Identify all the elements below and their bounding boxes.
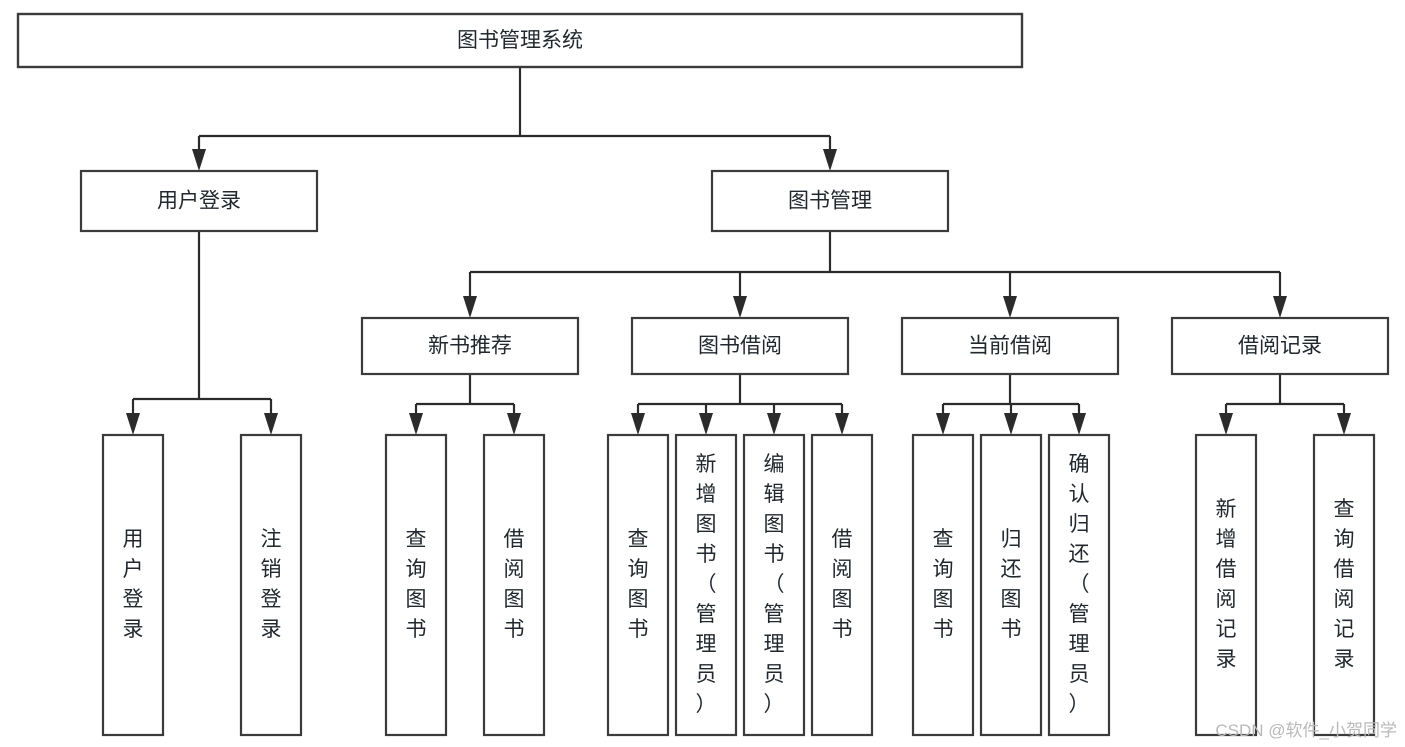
node-box-book-management[interactable]	[710, 169, 950, 233]
connector-group	[409, 374, 521, 435]
node-label-leaf-borrow-book: 借阅图书	[832, 528, 853, 641]
node-box-leaf-query-book-recommend[interactable]	[384, 433, 448, 737]
node-box-leaf-query-book-current[interactable]	[911, 433, 975, 737]
node-box-new-book-recommend[interactable]	[360, 316, 580, 376]
node-label-leaf-edit-book-admin: 编辑图书（管理员）	[764, 453, 785, 716]
watermark-text: CSDN @软件_小贺同学	[1215, 721, 1397, 740]
node-label-leaf-confirm-return-admin: 确认归还（管理员）	[1069, 453, 1090, 716]
node-leaf-query-book-recommend[interactable]: 查询图书	[384, 433, 448, 737]
connector-group	[126, 231, 278, 435]
node-leaf-confirm-return-admin[interactable]: 确认归还（管理员）	[1047, 433, 1111, 737]
node-book-borrow[interactable]: 图书借阅	[630, 316, 850, 376]
node-box-leaf-user-login[interactable]	[101, 433, 165, 737]
node-user-login[interactable]: 用户登录	[79, 169, 319, 233]
node-box-leaf-borrow-book[interactable]	[810, 433, 874, 737]
connector-group	[631, 374, 849, 435]
node-leaf-edit-book-admin[interactable]: 编辑图书（管理员）	[742, 433, 806, 737]
connector-group	[463, 231, 1287, 318]
node-label-user-login: 用户登录	[157, 190, 241, 213]
node-box-current-borrow[interactable]	[900, 316, 1120, 376]
node-label-borrow-record: 借阅记录	[1238, 335, 1322, 358]
node-box-leaf-borrow-book-recommend[interactable]	[482, 433, 546, 737]
node-box-leaf-add-borrow-record[interactable]	[1194, 433, 1258, 737]
node-box-root[interactable]	[16, 12, 1024, 69]
connector-group	[192, 67, 837, 171]
node-leaf-borrow-book-recommend[interactable]: 借阅图书	[482, 433, 546, 737]
node-new-book-recommend[interactable]: 新书推荐	[360, 316, 580, 376]
node-box-user-login[interactable]	[79, 169, 319, 233]
node-root[interactable]: 图书管理系统	[16, 12, 1024, 69]
node-label-leaf-add-book-admin: 新增图书（管理员）	[696, 453, 717, 716]
node-label-leaf-query-borrow-record: 查询借阅记录	[1334, 498, 1355, 671]
node-label-leaf-borrow-book-recommend: 借阅图书	[504, 528, 525, 641]
connector-layer	[126, 67, 1351, 435]
node-box-leaf-user-logout[interactable]	[239, 433, 303, 737]
node-box-leaf-query-book-borrow[interactable]	[606, 433, 670, 737]
node-leaf-add-borrow-record[interactable]: 新增借阅记录	[1194, 433, 1258, 737]
node-label-leaf-query-book-borrow: 查询图书	[628, 528, 649, 641]
node-label-leaf-return-book: 归还图书	[1001, 528, 1022, 641]
node-box-leaf-query-borrow-record[interactable]	[1312, 433, 1376, 737]
node-label-leaf-query-book-current: 查询图书	[933, 528, 954, 641]
node-leaf-borrow-book[interactable]: 借阅图书	[810, 433, 874, 737]
node-box-leaf-confirm-return-admin[interactable]	[1047, 433, 1111, 737]
node-label-leaf-user-login: 用户登录	[123, 528, 144, 641]
node-box-book-borrow[interactable]	[630, 316, 850, 376]
node-label-book-management: 图书管理	[788, 190, 872, 213]
node-label-leaf-add-borrow-record: 新增借阅记录	[1216, 498, 1237, 671]
node-label-current-borrow: 当前借阅	[968, 335, 1052, 358]
node-leaf-add-book-admin[interactable]: 新增图书（管理员）	[674, 433, 738, 737]
node-box-leaf-edit-book-admin[interactable]	[742, 433, 806, 737]
node-label-leaf-user-logout: 注销登录	[261, 528, 282, 641]
node-label-new-book-recommend: 新书推荐	[428, 335, 512, 358]
node-borrow-record[interactable]: 借阅记录	[1170, 316, 1390, 376]
node-leaf-user-logout[interactable]: 注销登录	[239, 433, 303, 737]
node-current-borrow[interactable]: 当前借阅	[900, 316, 1120, 376]
node-label-root: 图书管理系统	[457, 29, 583, 52]
node-label-book-borrow: 图书借阅	[698, 335, 782, 358]
connector-group	[936, 374, 1086, 435]
node-box-leaf-add-book-admin[interactable]	[674, 433, 738, 737]
connector-group	[1219, 374, 1351, 435]
node-leaf-query-book-borrow[interactable]: 查询图书	[606, 433, 670, 737]
node-book-management[interactable]: 图书管理	[710, 169, 950, 233]
node-leaf-query-borrow-record[interactable]: 查询借阅记录	[1312, 433, 1376, 737]
node-layer: 图书管理系统用户登录图书管理新书推荐图书借阅当前借阅借阅记录用户登录注销登录查询…	[16, 12, 1390, 737]
node-label-leaf-query-book-recommend: 查询图书	[406, 528, 427, 641]
node-leaf-return-book[interactable]: 归还图书	[979, 433, 1043, 737]
node-leaf-user-login[interactable]: 用户登录	[101, 433, 165, 737]
node-leaf-query-book-current[interactable]: 查询图书	[911, 433, 975, 737]
node-box-borrow-record[interactable]	[1170, 316, 1390, 376]
node-box-leaf-return-book[interactable]	[979, 433, 1043, 737]
